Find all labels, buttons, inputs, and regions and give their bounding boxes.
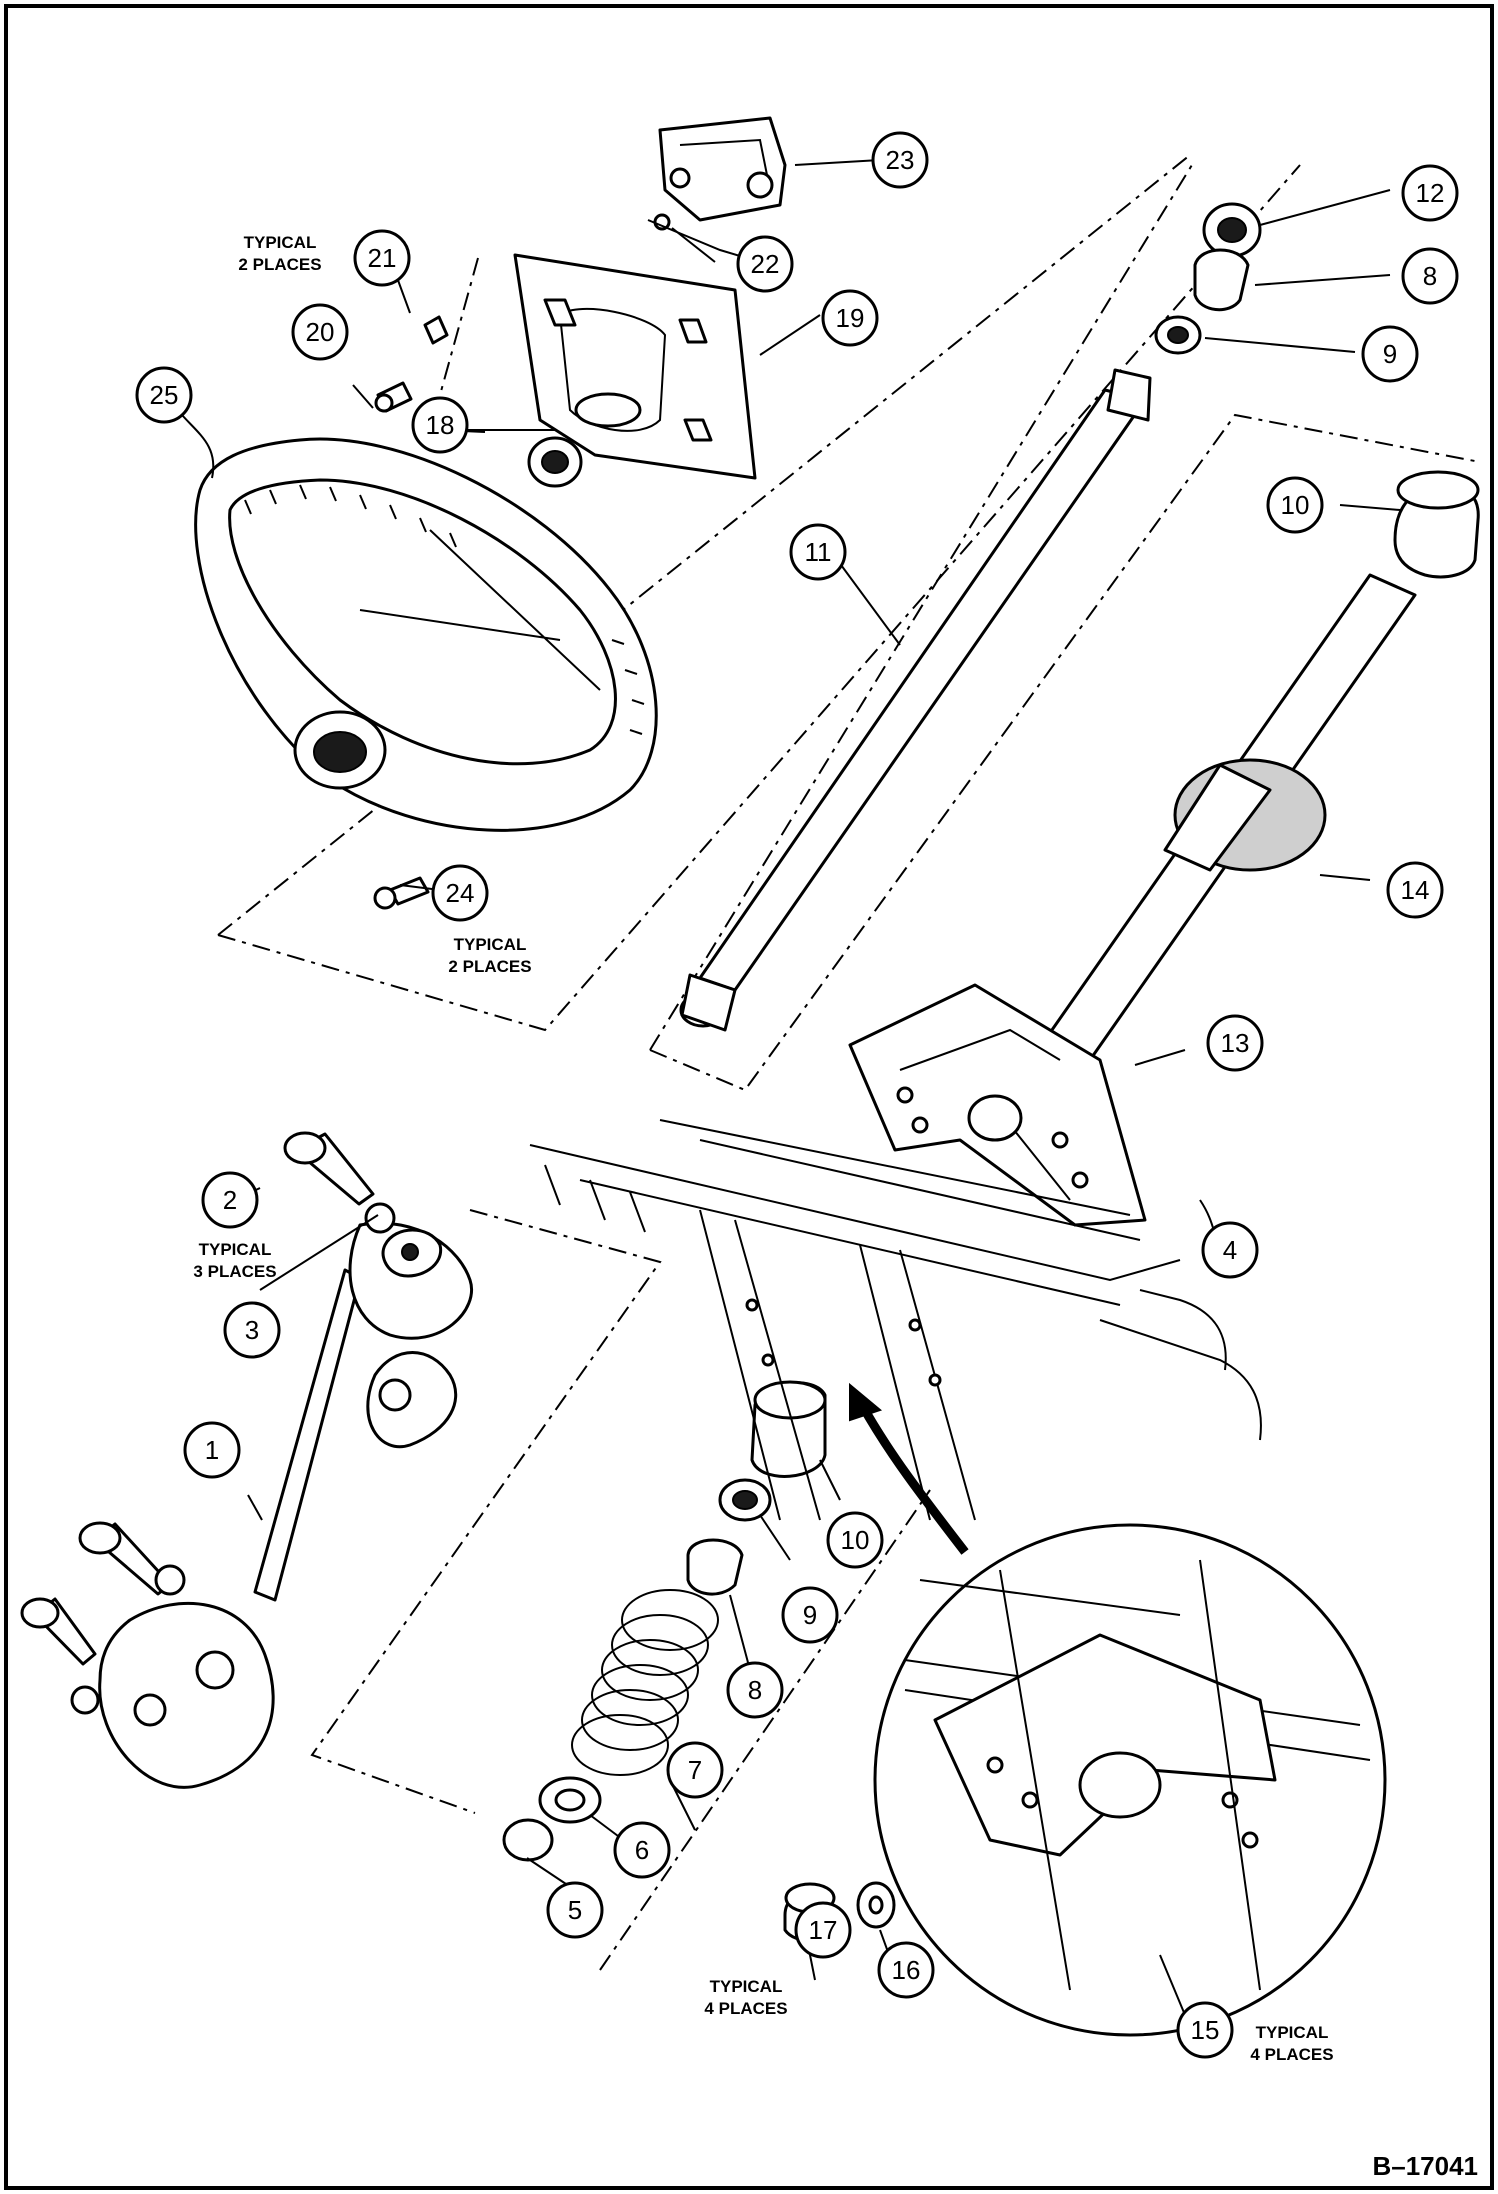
- callout-2: 2: [201, 1171, 259, 1229]
- svg-text:5: 5: [568, 1895, 582, 1925]
- callout-25: 25: [135, 366, 193, 424]
- intermediate-shaft: [98, 1221, 473, 1789]
- svg-text:2: 2: [223, 1185, 237, 1215]
- svg-text:TYPICAL: TYPICAL: [710, 1977, 783, 1996]
- svg-text:4 PLACES: 4 PLACES: [1250, 2045, 1333, 2064]
- svg-text:4 PLACES: 4 PLACES: [704, 1999, 787, 2018]
- callout-22: 22: [736, 235, 794, 293]
- steering-shaft: [679, 368, 1152, 1032]
- column-bracket: [848, 983, 1147, 1227]
- callout-13: 13: [1206, 1014, 1264, 1072]
- callout-23: 23: [871, 131, 929, 189]
- detail-view: [873, 1523, 1387, 2037]
- svg-text:18: 18: [426, 410, 455, 440]
- figure-code: B–17041: [1372, 2151, 1478, 2181]
- callout-24: 24: [431, 864, 489, 922]
- svg-text:17: 17: [809, 1915, 838, 1945]
- svg-text:10: 10: [1281, 490, 1310, 520]
- steering-wheel: [194, 437, 658, 832]
- note-typical-3-places: TYPICAL 3 PLACES: [193, 1240, 276, 1281]
- vehicle-frame: [529, 1119, 1262, 1521]
- steering-column-tube: [1008, 470, 1480, 1112]
- svg-text:3 PLACES: 3 PLACES: [193, 1262, 276, 1281]
- u-joint-bolts: [20, 1131, 396, 1715]
- callout-21: 21: [353, 229, 411, 287]
- svg-text:8: 8: [1423, 261, 1437, 291]
- callout-6: 6: [613, 1821, 671, 1879]
- svg-text:12: 12: [1416, 178, 1445, 208]
- svg-text:24: 24: [446, 878, 475, 908]
- callout-5: 5: [546, 1881, 604, 1939]
- svg-text:22: 22: [751, 249, 780, 279]
- svg-text:15: 15: [1191, 2015, 1220, 2045]
- callout-10-upper: 10: [1266, 476, 1324, 534]
- svg-text:7: 7: [688, 1755, 702, 1785]
- callout-11: 11: [789, 523, 847, 581]
- callouts: 1 2 3 4 5 6 7 8 8 9 9 10 10 11 12 13 14 …: [135, 131, 1459, 2059]
- svg-text:TYPICAL: TYPICAL: [199, 1240, 272, 1259]
- svg-text:6: 6: [635, 1835, 649, 1865]
- callout-3: 3: [223, 1301, 281, 1359]
- detail-arrow: [849, 1382, 969, 1555]
- svg-text:13: 13: [1221, 1028, 1250, 1058]
- callout-19: 19: [821, 289, 879, 347]
- svg-text:2 PLACES: 2 PLACES: [238, 255, 321, 274]
- svg-text:20: 20: [306, 317, 335, 347]
- svg-text:21: 21: [368, 243, 397, 273]
- callout-16: 16: [877, 1941, 935, 1999]
- svg-text:9: 9: [1383, 339, 1397, 369]
- svg-text:3: 3: [245, 1315, 259, 1345]
- typical-notes: TYPICAL 2 PLACES TYPICAL 2 PLACES TYPICA…: [193, 233, 1333, 2064]
- svg-text:9: 9: [803, 1600, 817, 1630]
- svg-text:TYPICAL: TYPICAL: [454, 935, 527, 954]
- callout-9-upper: 9: [1361, 325, 1419, 383]
- svg-text:25: 25: [150, 380, 179, 410]
- callout-15: 15: [1176, 2001, 1234, 2059]
- callout-18: 18: [411, 396, 469, 454]
- svg-text:1: 1: [205, 1435, 219, 1465]
- note-typical-4-places-detail: TYPICAL 4 PLACES: [1250, 2023, 1333, 2064]
- callout-1: 1: [183, 1421, 241, 1479]
- upper-bearing-parts: [1154, 202, 1262, 355]
- note-typical-2-places-lower: TYPICAL 2 PLACES: [448, 935, 531, 976]
- svg-text:10: 10: [841, 1525, 870, 1555]
- callout-20: 20: [291, 303, 349, 361]
- svg-text:8: 8: [748, 1675, 762, 1705]
- leader-lines: [169, 159, 1401, 2016]
- note-typical-4-places-lower: TYPICAL 4 PLACES: [704, 1977, 787, 2018]
- wheel-fasteners: [373, 213, 671, 910]
- svg-text:2 PLACES: 2 PLACES: [448, 957, 531, 976]
- note-typical-2-places-upper: TYPICAL 2 PLACES: [238, 233, 321, 274]
- svg-text:TYPICAL: TYPICAL: [244, 233, 317, 252]
- horn-plate: [513, 253, 757, 480]
- callout-8-lower: 8: [726, 1661, 784, 1719]
- callout-7: 7: [666, 1741, 724, 1799]
- page-border: [4, 4, 1494, 2190]
- callout-17: 17: [794, 1901, 852, 1959]
- svg-text:11: 11: [805, 537, 832, 567]
- callout-8-upper: 8: [1401, 247, 1459, 305]
- callout-14: 14: [1386, 861, 1444, 919]
- svg-text:23: 23: [886, 145, 915, 175]
- horn-switch: [658, 116, 787, 222]
- callout-4: 4: [1201, 1221, 1259, 1279]
- svg-text:19: 19: [836, 303, 865, 333]
- lower-bearing-stack: [502, 1380, 827, 1862]
- svg-text:TYPICAL: TYPICAL: [1256, 2023, 1329, 2042]
- callout-10-lower: 10: [826, 1511, 884, 1569]
- svg-text:16: 16: [892, 1955, 921, 1985]
- svg-text:4: 4: [1223, 1235, 1237, 1265]
- callout-9-lower: 9: [781, 1586, 839, 1644]
- callout-12: 12: [1401, 164, 1459, 222]
- svg-text:14: 14: [1401, 875, 1430, 905]
